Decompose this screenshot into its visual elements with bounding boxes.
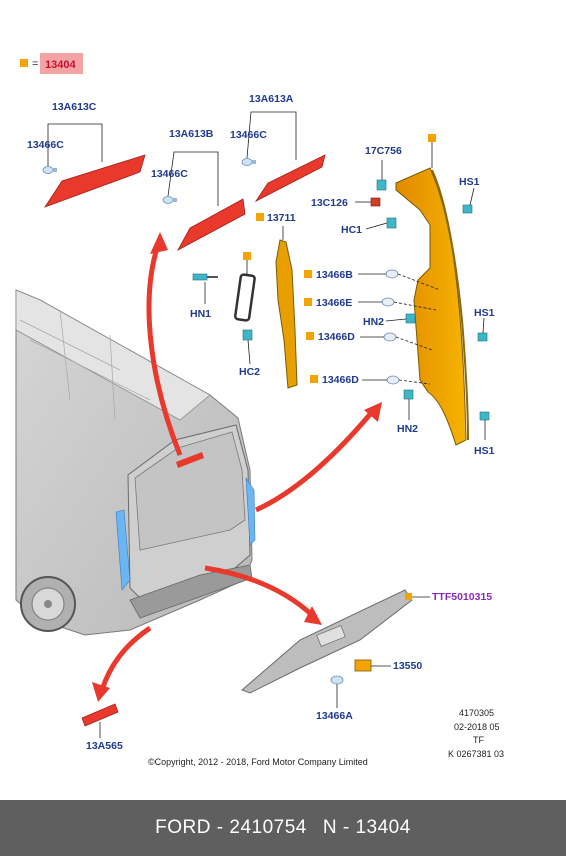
arrows (99, 244, 374, 691)
label-13a565: 13A565 (86, 740, 123, 752)
arrow-to-top-lamp (146, 244, 183, 456)
label-hc2: HC2 (239, 366, 260, 378)
label-13466b: 13466B (316, 269, 353, 281)
bracket-13711 (275, 239, 298, 389)
bulb-icon (42, 166, 57, 174)
clip-icon (370, 197, 381, 207)
rear-window (134, 431, 246, 551)
label-13466e: 13466E (316, 297, 352, 309)
reflector-13a565 (81, 703, 119, 727)
label-17c756: 17C756 (365, 145, 402, 157)
plate-lamp-13550 (354, 659, 372, 672)
lamp-strip-13a613c (44, 154, 146, 208)
footer-bar: FORD - 2410754 N - 13404 (0, 800, 566, 856)
clip-icon (386, 217, 397, 229)
leader-lines-tail (204, 160, 486, 440)
legend: = 13404 (20, 53, 83, 74)
bulb-icon (162, 196, 177, 204)
part-marker (256, 213, 264, 221)
label-hn1: HN1 (190, 308, 211, 320)
clip-icon (242, 329, 253, 341)
diagram-k-number: K 0267381 03 (448, 749, 504, 759)
bulb-icon (385, 269, 399, 279)
clip-icon (405, 313, 416, 324)
arrow-to-tail-lamp (254, 410, 374, 513)
arrowheads (92, 232, 382, 702)
diagram-id: 4170305 (459, 708, 494, 718)
footer-reference: N - 13404 (322, 817, 411, 838)
copyright: ©Copyright, 2012 - 2018, Ford Motor Comp… (148, 757, 368, 767)
label-13a613a: 13A613A (249, 93, 294, 105)
label-13466d-a: 13466D (318, 331, 355, 343)
arrow-to-plate-lamp (204, 565, 314, 617)
bulb-icon (381, 297, 395, 307)
tail-lamp-housing (395, 167, 467, 446)
legend-code-box (40, 53, 83, 74)
lamp-strip-13a613a (254, 154, 326, 203)
part-marker (304, 298, 312, 306)
screw-icon (462, 204, 473, 214)
label-hn2-a: HN2 (363, 316, 384, 328)
label-13466c-c: 13466C (230, 129, 267, 141)
plate-lamp-strip (241, 589, 430, 708)
van-illustration (15, 289, 256, 636)
side-tail-lamp (115, 509, 131, 591)
van-roof (15, 289, 211, 421)
screw-icon (479, 411, 490, 421)
label-ttf5010315: TTF5010315 (432, 591, 492, 603)
diagram-tf: TF (473, 735, 484, 745)
footer-part-number: FORD - 2410754 (155, 817, 307, 838)
label-hs1-b: HS1 (474, 307, 495, 319)
arrow-to-reflector (99, 625, 152, 691)
legend-equals: = (32, 58, 38, 70)
label-hn2-b: HN2 (397, 423, 418, 435)
fasteners (192, 179, 490, 421)
part-marker (428, 134, 436, 142)
label-13466c-b: 13466C (151, 168, 188, 180)
label-13466d-b: 13466D (322, 374, 359, 386)
bulb-icon (241, 158, 256, 166)
screw-icon (477, 332, 488, 342)
side-tail-lamp (245, 476, 256, 546)
bulb-icon (386, 375, 400, 385)
gasket (234, 273, 256, 322)
label-13466c-a: 13466C (27, 139, 64, 151)
legend-marker (20, 59, 28, 67)
clip-icon (376, 179, 387, 191)
part-marker (304, 270, 312, 278)
legend-code: 13404 (45, 59, 76, 71)
part-marker (310, 375, 318, 383)
brake-lamp-strips (42, 154, 326, 251)
van-brake-lamp (176, 452, 204, 468)
diagram-date: 02-2018 05 (454, 722, 500, 732)
bulb-icon (383, 332, 397, 342)
label-13a613c: 13A613C (52, 101, 97, 113)
parts-diagram: = 13404 13A613C 13466C 13A613B 13466C 13… (15, 53, 505, 767)
bulb-icon (330, 675, 344, 685)
label-hs1-a: HS1 (459, 176, 480, 188)
label-13a613b: 13A613B (169, 128, 214, 140)
label-hs1-c: HS1 (474, 445, 495, 457)
lamp-strip-13a613b (177, 198, 246, 251)
tail-lamp-assembly (234, 134, 469, 446)
clip-icon (403, 389, 414, 400)
label-13550: 13550 (393, 660, 422, 672)
label-hc1: HC1 (341, 224, 362, 236)
label-13711: 13711 (267, 212, 296, 224)
part-marker (405, 593, 412, 600)
screw-icon (192, 273, 218, 281)
label-13c126: 13C126 (311, 197, 348, 209)
label-13466a: 13466A (316, 710, 353, 722)
leader-lines-top (47, 111, 297, 206)
part-marker (306, 332, 314, 340)
